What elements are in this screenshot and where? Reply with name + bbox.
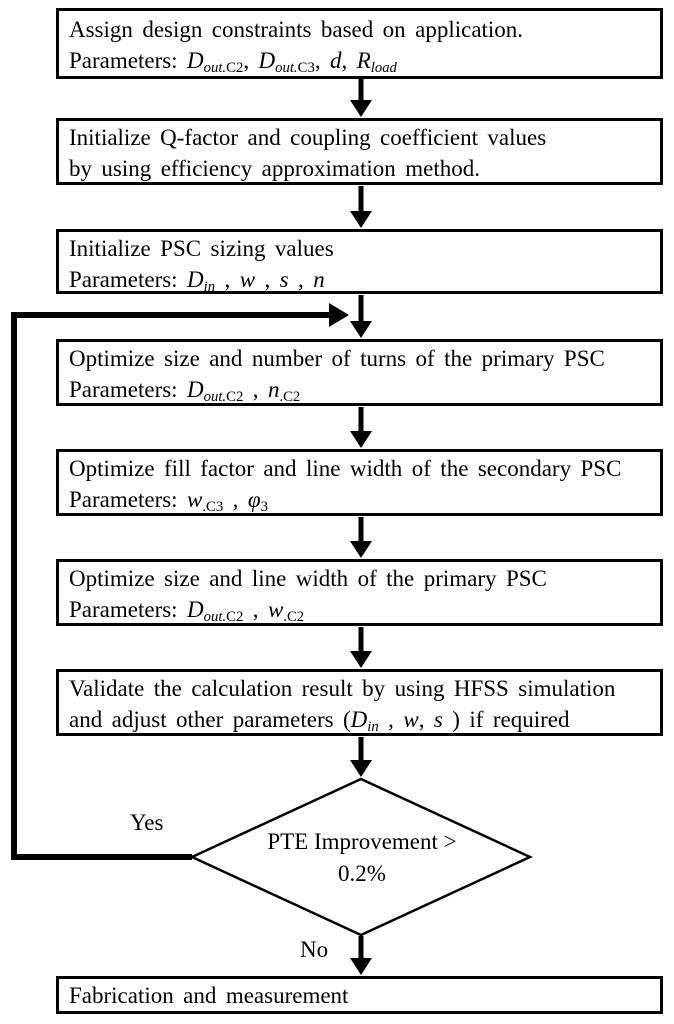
flow-arrow-7 [350, 737, 372, 777]
box-text-line: Fabrication and measurement [69, 983, 349, 1008]
box-text-line: Parameters: Dout.C2, Dout.C3, d, Rload [69, 48, 397, 77]
step-fabrication-and-measurement: Fabrication and measurement [56, 976, 663, 1014]
box-text-line: by using efficiency approximation method… [69, 156, 480, 181]
box-text-line: Initialize Q-factor and coupling coeffic… [69, 125, 547, 150]
flow-arrow-5 [350, 517, 372, 558]
decision-line-1: PTE Improvement > [267, 829, 457, 854]
box-text-line: and adjust other parameters (Din , w, s … [69, 707, 570, 736]
box-text-line: Assign design constraints based on appli… [69, 17, 524, 42]
yes-branch-label: Yes [130, 810, 164, 835]
box-text-line: Validate the calculation result by using… [69, 676, 616, 701]
decision-line-2: 0.2% [338, 861, 386, 886]
decision-label: PTE Improvement > 0.2% [212, 826, 512, 890]
flow-arrow-6 [350, 627, 372, 668]
flow-arrow-1 [350, 79, 372, 117]
box-text-line: Parameters: Dout.C2 , w.C2 [69, 597, 305, 626]
box-text-line: Initialize PSC sizing values [69, 236, 334, 261]
box-text-line: Optimize size and number of turns of the… [69, 346, 605, 371]
no-branch-label: No [300, 937, 329, 962]
step-assign-design-constraints: Assign design constraints based on appli… [56, 8, 663, 79]
box-text-line: Optimize size and line width of the prim… [69, 566, 547, 591]
step-optimize-size-turns-primary-psc: Optimize size and number of turns of the… [56, 339, 663, 406]
flow-arrow-3 [350, 295, 372, 338]
flow-arrow-8-no [350, 936, 372, 975]
step-optimize-fill-factor-secondary-psc: Optimize fill factor and line width of t… [56, 449, 663, 516]
step-validate-hfss-simulation: Validate the calculation result by using… [56, 669, 663, 736]
step-initialize-q-factor: Initialize Q-factor and coupling coeffic… [56, 118, 663, 185]
flow-arrow-4 [350, 407, 372, 448]
flow-arrow-2 [350, 186, 372, 228]
box-text-line: Parameters: Dout.C2 , n.C2 [69, 377, 301, 406]
step-optimize-size-linewidth-primary-psc: Optimize size and line width of the prim… [56, 559, 663, 626]
loop-arrow-head [329, 303, 349, 327]
box-text-line: Parameters: Din , w , s , n [69, 267, 325, 296]
box-text-line: Optimize fill factor and line width of t… [69, 456, 622, 481]
box-text-line: Parameters: w.C3 , φ3 [69, 487, 268, 516]
